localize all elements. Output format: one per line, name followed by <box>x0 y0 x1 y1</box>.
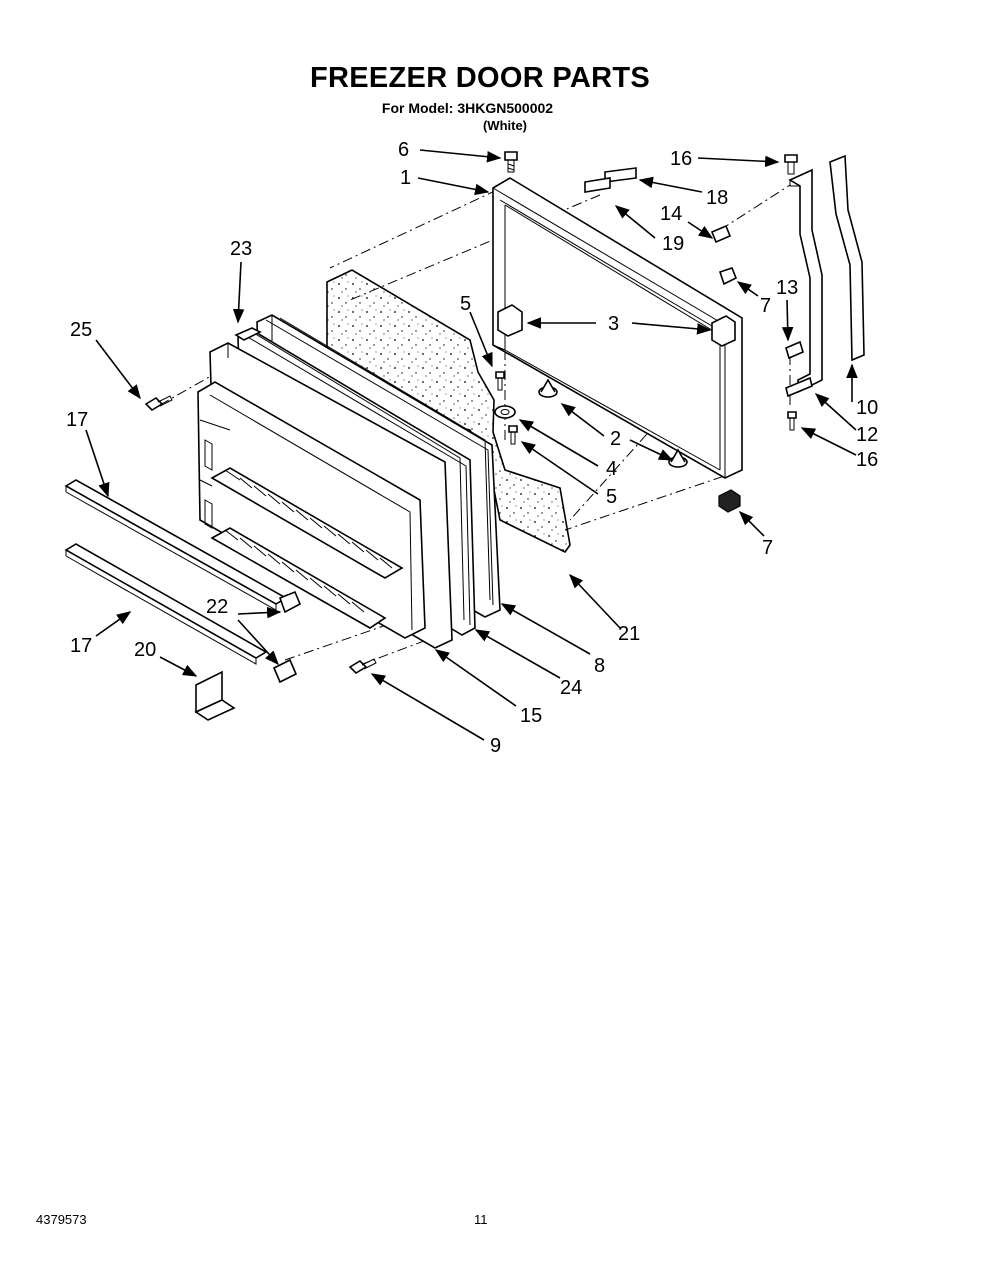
end-caps-22 <box>272 590 302 684</box>
callout-16: 16 <box>856 449 878 471</box>
label-plates <box>584 167 637 193</box>
callout-10: 10 <box>856 397 878 419</box>
callout-7: 7 <box>760 295 771 317</box>
callout-5: 5 <box>460 293 471 315</box>
callout-22: 22 <box>206 596 228 618</box>
callout-2: 2 <box>610 428 621 450</box>
callout-17: 17 <box>70 635 92 657</box>
screws-5-and-washer-4 <box>494 371 518 445</box>
callout-8: 8 <box>594 655 605 677</box>
callout-13: 13 <box>776 277 798 299</box>
callout-3: 3 <box>608 313 619 335</box>
callout-16: 16 <box>670 148 692 170</box>
page-title: FREEZER DOOR PARTS <box>310 62 650 94</box>
screw-9 <box>348 658 377 675</box>
callout-19: 19 <box>662 233 684 255</box>
clip-14 <box>710 224 732 244</box>
page-number: 11 <box>474 1212 488 1227</box>
callout-14: 14 <box>660 203 682 225</box>
model-line: For Model: 3HKGN500002 <box>381 100 554 116</box>
document-number: 4379573 <box>36 1212 87 1227</box>
callout-5: 5 <box>606 486 617 508</box>
callout-23: 23 <box>230 238 252 260</box>
callout-6: 6 <box>398 139 409 161</box>
callout-12: 12 <box>856 424 878 446</box>
door-shelves <box>210 467 404 629</box>
callout-25: 25 <box>70 319 92 341</box>
callout-labels: 6 1 16 18 14 19 23 7 13 5 3 25 2 10 12 1… <box>66 139 878 757</box>
callout-17: 17 <box>66 409 88 431</box>
variant-label: (White) <box>482 118 528 133</box>
callout-9: 9 <box>490 735 501 757</box>
callout-18: 18 <box>706 187 728 209</box>
shelf-bar-23 <box>234 327 262 341</box>
callout-21: 21 <box>618 623 640 645</box>
leader-lines <box>85 149 858 741</box>
hinge-brackets <box>497 304 736 347</box>
callout-15: 15 <box>520 705 542 727</box>
callout-1: 1 <box>400 167 411 189</box>
screw-25 <box>144 395 173 412</box>
callout-4: 4 <box>606 458 617 480</box>
door-bumpers <box>538 378 688 468</box>
door-outer-panel <box>492 177 743 479</box>
handle-bracket <box>784 154 865 431</box>
callout-20: 20 <box>134 639 156 661</box>
screw-6 <box>504 151 518 173</box>
callout-7: 7 <box>762 537 773 559</box>
bracket-20 <box>194 670 236 721</box>
callout-24: 24 <box>560 677 582 699</box>
caps-7 <box>718 267 741 513</box>
